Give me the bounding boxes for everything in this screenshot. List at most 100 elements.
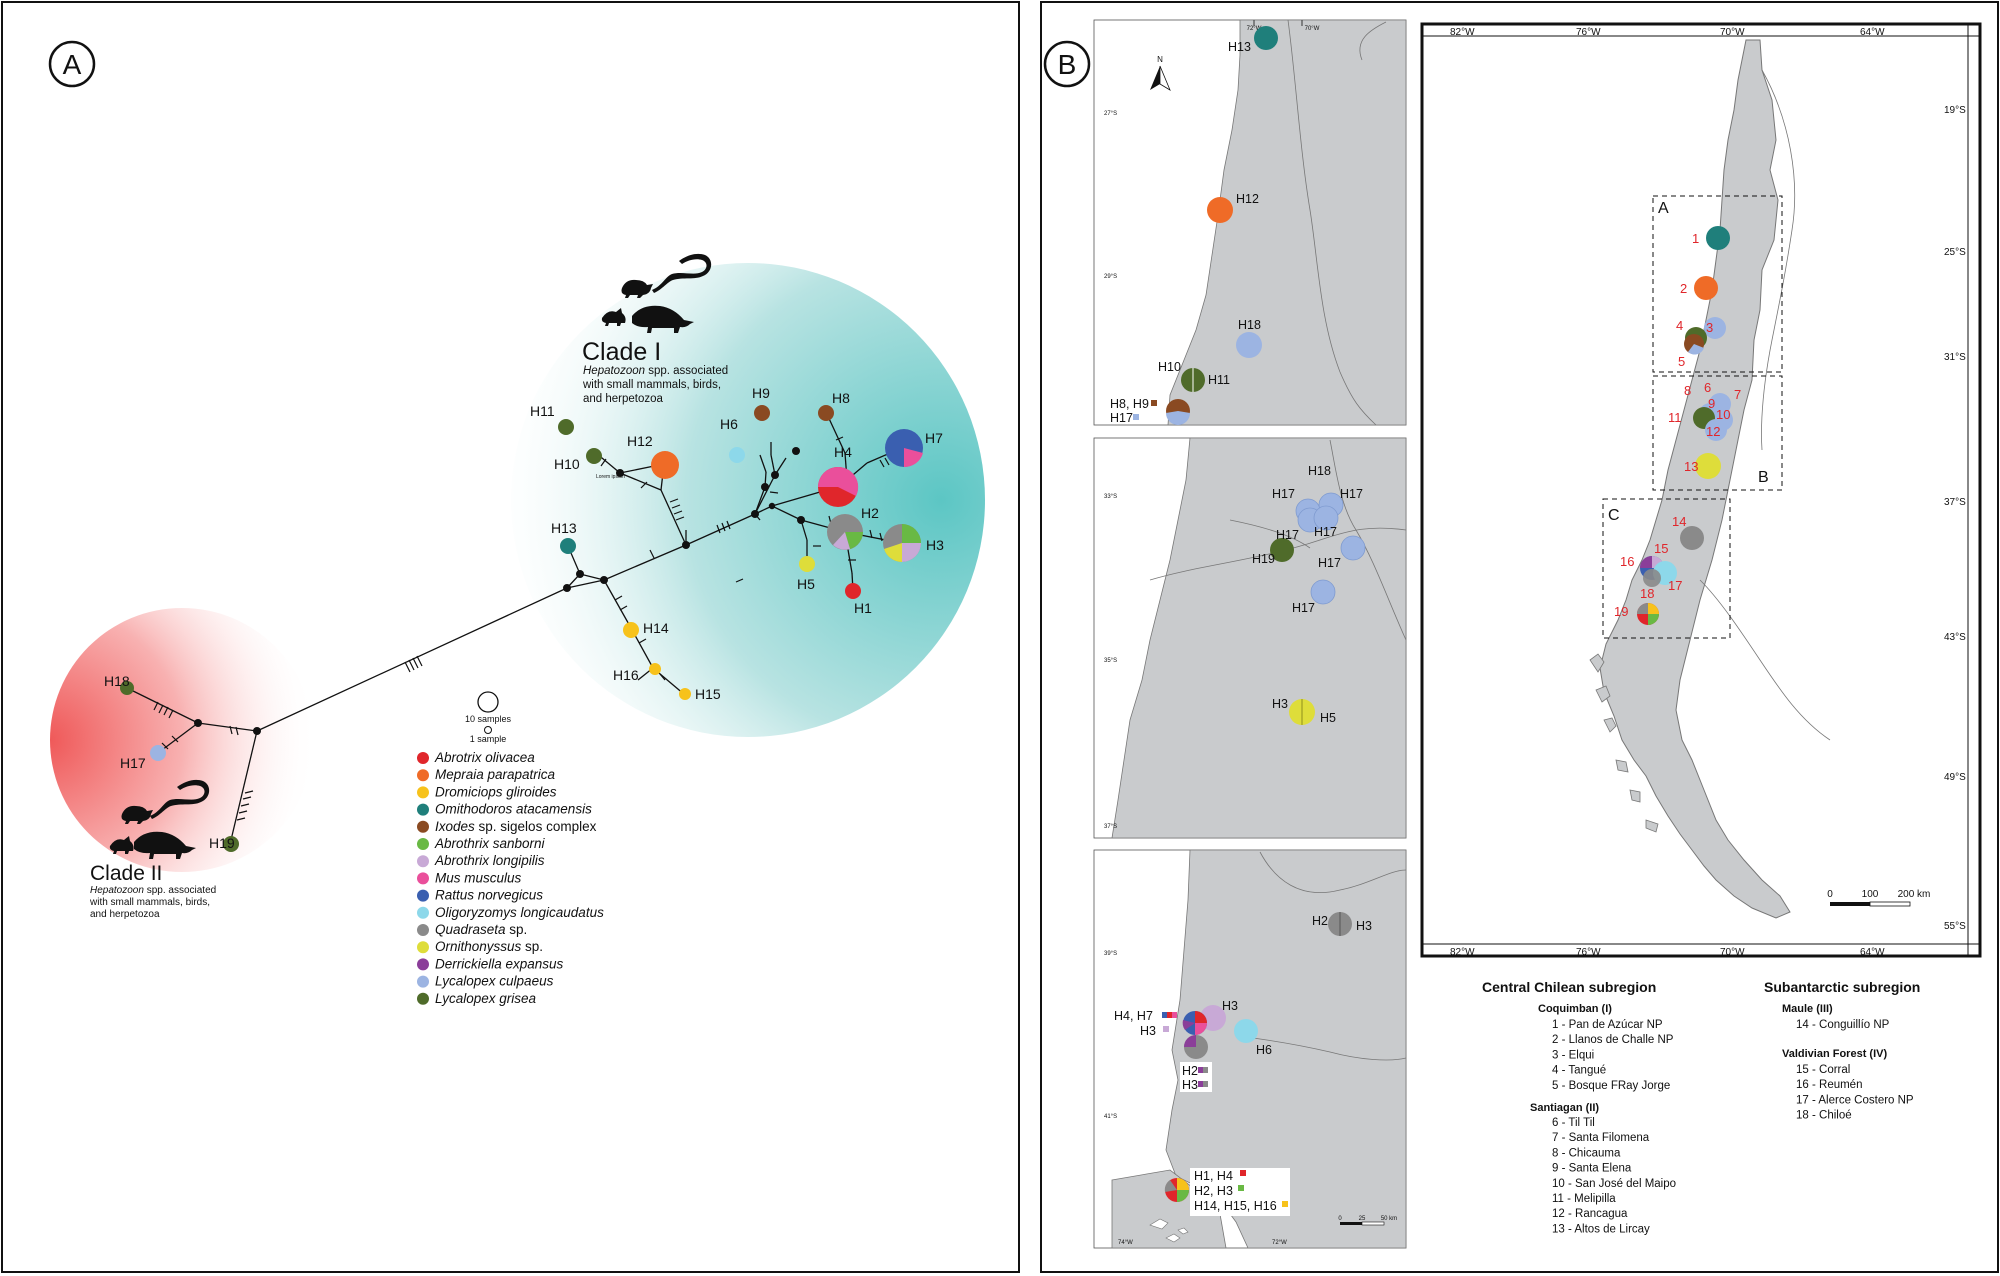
main-map: 82°W 76°W 70°W 64°W 82°W 76°W 70°W 64°W … bbox=[1420, 22, 1982, 958]
site-entry: 18 - Chiloé bbox=[1796, 1110, 1852, 1122]
hap-label-h13: H13 bbox=[551, 520, 577, 536]
inset-c-label-h14-h16: H14, H15, H16 bbox=[1194, 1199, 1277, 1213]
inset-a-lat-27: 27°S bbox=[1104, 111, 1117, 117]
inset-c-label-h3-a: H3 bbox=[1140, 1024, 1156, 1038]
clade-1-desc-line2: with small mammals, birds, bbox=[582, 379, 721, 391]
inset-c-label-h1-h4: H1, H4 bbox=[1194, 1169, 1233, 1183]
hap-label-h16: H16 bbox=[613, 667, 639, 683]
main-map-top-lon-70: 70°W bbox=[1720, 27, 1745, 38]
inset-b-lat-35: 35°S bbox=[1104, 658, 1117, 664]
site-entry: 12 - Rancagua bbox=[1552, 1208, 1628, 1220]
study-area-boxes bbox=[1602, 195, 1783, 639]
site-entry: 5 - Bosque FRay Jorge bbox=[1552, 1080, 1670, 1092]
inset-b-lat-37: 37°S bbox=[1104, 824, 1117, 830]
site-entry: 10 - San José del Maipo bbox=[1552, 1178, 1676, 1190]
site-number-18: 18 bbox=[1640, 586, 1654, 601]
site-entry: 17 - Alerce Costero NP bbox=[1796, 1094, 1914, 1106]
inset-c: 39°S 41°S 74°W 72°W bbox=[1093, 849, 1407, 1249]
site-entry: 9 - Santa Elena bbox=[1552, 1163, 1632, 1175]
inset-c-label-h3: H3 bbox=[1356, 919, 1372, 933]
legend-entry: Abrotrix olivacea bbox=[434, 750, 535, 765]
inset-a-lon-70: 70°W bbox=[1305, 26, 1320, 32]
maule-list: 14 - Conguillío NP bbox=[1796, 1019, 1890, 1031]
hap-label-h8: H8 bbox=[832, 390, 850, 406]
inset-b-label-h17-e: H17 bbox=[1318, 556, 1341, 570]
legend-swatch bbox=[417, 820, 429, 833]
hap-label-h14: H14 bbox=[643, 620, 669, 636]
node-h5 bbox=[799, 556, 815, 572]
legend-entry: Mus musculus bbox=[435, 870, 522, 885]
site-number-15: 15 bbox=[1654, 541, 1668, 556]
haplotype-labels: H1 H2 H3 H4 H5 H6 H7 H8 H9 H10 H11 H12 H… bbox=[104, 385, 944, 851]
legend-swatch bbox=[417, 786, 429, 799]
size-legend-big: 10 samples bbox=[465, 714, 512, 724]
hap-label-h12: H12 bbox=[627, 433, 653, 449]
inset-c-lat-39: 39°S bbox=[1104, 951, 1117, 957]
panel-a-label: A bbox=[63, 49, 82, 80]
node-h8 bbox=[818, 405, 834, 421]
central-subregion-title: Central Chilean subregion bbox=[1482, 979, 1656, 995]
node-h2 bbox=[827, 514, 863, 550]
legend-entry: Ixodes sp. sigelos complex bbox=[435, 819, 597, 834]
hap-label-h7: H7 bbox=[925, 430, 943, 446]
inset-c-label-h4-h7: H4, H7 bbox=[1114, 1009, 1153, 1023]
site-number-9: 9 bbox=[1708, 396, 1715, 411]
node-h3 bbox=[883, 524, 921, 562]
inset-b-label-h17-d: H17 bbox=[1314, 525, 1337, 539]
hap-label-h1: H1 bbox=[854, 600, 872, 616]
site-number-19: 19 bbox=[1614, 604, 1628, 619]
site-number-1: 1 bbox=[1692, 231, 1699, 246]
svg-text:N: N bbox=[1157, 55, 1163, 64]
legend-entry: Oligoryzomys longicaudatus bbox=[435, 905, 604, 920]
hap-label-h6: H6 bbox=[720, 416, 738, 432]
haplotype-nodes bbox=[120, 405, 923, 852]
site-number-16: 16 bbox=[1620, 554, 1634, 569]
node-h13 bbox=[560, 538, 576, 554]
panel-b: B 72°W 70°W 27°S 29°S N bbox=[1040, 1, 1999, 1273]
inset-a-label-h18: H18 bbox=[1238, 318, 1261, 332]
legend-entry: Omithodoros atacamensis bbox=[435, 802, 592, 817]
clade-1-desc-line1: Hepatozoon spp. associated bbox=[583, 365, 728, 377]
site-entry: 8 - Chicauma bbox=[1552, 1147, 1621, 1159]
legend-swatch bbox=[417, 769, 429, 782]
main-map-top-lon-76: 76°W bbox=[1576, 27, 1601, 38]
inset-c-label-h2-b: H2 bbox=[1182, 1064, 1198, 1078]
site-number-7: 7 bbox=[1734, 387, 1741, 402]
legend-entry: Abrothrix longipilis bbox=[434, 853, 545, 868]
main-map-top-lon-64: 64°W bbox=[1860, 27, 1885, 38]
legend-entry: Derrickiella expansus bbox=[435, 956, 564, 971]
inset-a-label-h12: H12 bbox=[1236, 192, 1259, 206]
site-number-12: 12 bbox=[1706, 424, 1720, 439]
main-map-lat-43: 43°S bbox=[1944, 632, 1966, 643]
size-legend-small: 1 sample bbox=[470, 734, 507, 744]
site-number-14: 14 bbox=[1672, 514, 1686, 529]
hap-label-h5: H5 bbox=[797, 576, 815, 592]
inset-a-lat-29: 29°S bbox=[1104, 274, 1117, 280]
clade-2-title: Clade II bbox=[90, 862, 162, 885]
site-entry: 16 - Reumén bbox=[1796, 1079, 1862, 1091]
main-map-lat-55: 55°S bbox=[1944, 921, 1966, 932]
site-number-11: 11 bbox=[1668, 410, 1682, 425]
legend-swatch bbox=[417, 975, 429, 988]
inset-c-label-h3-b: H3 bbox=[1222, 999, 1238, 1013]
node-h18 bbox=[120, 681, 134, 695]
site-entry: 2 - Llanos de Challe NP bbox=[1552, 1034, 1674, 1046]
site-entry: 7 - Santa Filomena bbox=[1552, 1132, 1650, 1144]
node-h6 bbox=[729, 447, 745, 463]
subantarctic-subregion-title: Subantarctic subregion bbox=[1764, 979, 1920, 995]
hap-label-h11: H11 bbox=[530, 403, 555, 419]
inset-b-label-h17-c: H17 bbox=[1276, 528, 1299, 542]
coquimbo-title: Coquimban (I) bbox=[1538, 1003, 1612, 1015]
node-h19 bbox=[223, 836, 239, 852]
clade-1-animal-silhouettes bbox=[601, 253, 712, 333]
node-h1 bbox=[845, 583, 861, 599]
inset-b-label-h17-f: H17 bbox=[1292, 601, 1315, 615]
clade-1-area bbox=[511, 263, 985, 737]
lorem-label: Lorem ipsum bbox=[596, 474, 625, 480]
mutation-ticks bbox=[153, 436, 900, 821]
inset-c-label-h2-h3: H2, H3 bbox=[1194, 1184, 1233, 1198]
site-entry: 3 - Elqui bbox=[1552, 1049, 1594, 1061]
main-map-lat-49: 49°S bbox=[1944, 772, 1966, 783]
inset-a: 72°W 70°W 27°S 29°S N H13 H bbox=[1093, 19, 1407, 426]
site-entry: 4 - Tangué bbox=[1552, 1065, 1606, 1077]
